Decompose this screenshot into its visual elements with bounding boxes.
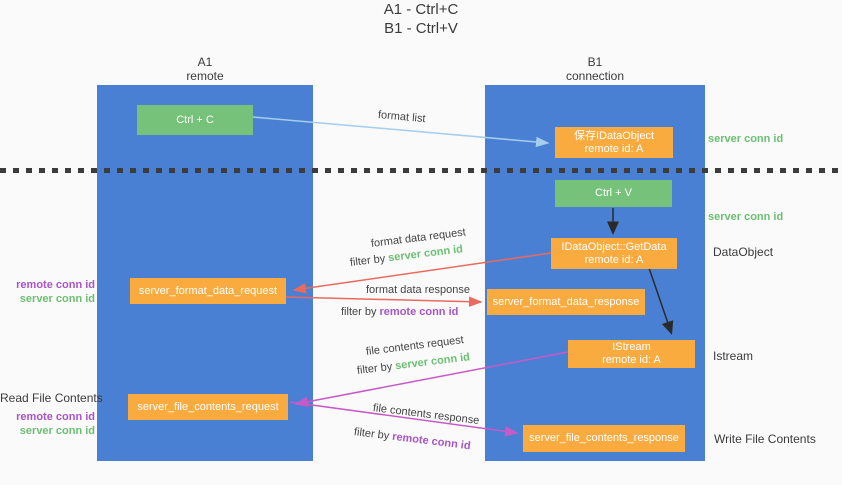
istream-line1: IStream — [612, 341, 651, 353]
node-server-file-contents-request: server_file_contents_request — [128, 394, 288, 420]
file-contents-response-filter: filter by remote conn id — [353, 426, 471, 452]
lifeline-header-b1: B1 connection — [535, 55, 655, 83]
format-data-request-filter: filter by server conn id — [349, 243, 463, 269]
node-server-format-data-request: server_format_data_request — [130, 278, 286, 304]
server-conn-id-mid-label: server conn id — [708, 211, 784, 223]
istream-side-label: Istream — [713, 349, 754, 363]
remote-conn-id-text: remote conn id — [379, 306, 459, 318]
ctrl-v-label: Ctrl + V — [595, 187, 632, 199]
node-server-file-contents-response: server_file_contents_response — [523, 425, 685, 452]
title-line-2: B1 - Ctrl+V — [384, 20, 458, 37]
server-conn-id-file-label: server conn id — [19, 425, 95, 437]
filter-by-text: filter by — [341, 306, 380, 318]
lifeline-header-a1: A1 remote — [145, 55, 265, 83]
node-ctrl-v: Ctrl + V — [555, 180, 672, 207]
format-data-response-filter: filter by remote conn id — [341, 306, 458, 318]
save-dataobject-line1: 保存IDataObject — [573, 129, 655, 142]
session-divider-dotted-line — [0, 168, 842, 173]
server-format-data-request-label: server_format_data_request — [138, 284, 278, 297]
title-line-1: A1 - Ctrl+C — [383, 1, 459, 18]
server-conn-id-format-label: server conn id — [19, 293, 95, 305]
format-data-response-arrow — [285, 296, 483, 307]
remote-conn-id-file-label: remote conn id — [16, 411, 95, 423]
lifeline-a1-role: remote — [186, 69, 224, 83]
dataobject-label: DataObject — [713, 245, 774, 259]
server-conn-id-text: server conn id — [394, 351, 471, 373]
server-format-data-response-label: server_format_data_response — [492, 295, 640, 308]
format-data-response-label: format data response — [366, 284, 470, 296]
diagram-title: A1 - Ctrl+C B1 - Ctrl+V — [0, 0, 842, 38]
format-list-label: format list — [377, 109, 427, 126]
istream-line2: remote id: A — [602, 354, 661, 366]
getdata-line1: IDataObject::GetData — [561, 240, 667, 253]
remote-conn-id-text: remote conn id — [391, 430, 472, 453]
remote-conn-id-format-label: remote conn id — [16, 279, 95, 291]
filter-by-text: filter by — [349, 252, 389, 269]
node-save-dataobject: 保存IDataObject remote id: A — [555, 127, 673, 158]
node-server-format-data-response: server_format_data_response — [487, 289, 645, 315]
file-contents-response-label: file contents response — [372, 402, 480, 427]
node-istream: IStream remote id: A — [568, 340, 695, 368]
lifeline-a1-name: A1 — [197, 55, 213, 69]
getdata-line2: remote id: A — [584, 253, 644, 266]
node-ctrl-c: Ctrl + C — [137, 105, 253, 135]
ctrl-c-label: Ctrl + C — [176, 113, 214, 126]
write-file-contents-label: Write File Contents — [714, 432, 816, 446]
server-file-contents-request-label: server_file_contents_request — [137, 400, 279, 413]
filter-by-text: filter by — [353, 426, 393, 443]
server-conn-id-top-label: server conn id — [708, 133, 784, 145]
filter-by-text: filter by — [356, 360, 396, 377]
server-file-contents-response-label: server_file_contents_response — [529, 432, 679, 444]
lifeline-b1-name: B1 — [587, 55, 603, 69]
read-file-contents-label: Read File Contents — [0, 391, 103, 405]
save-dataobject-line2: remote id: A — [584, 142, 644, 155]
lifeline-b1-role: connection — [565, 69, 625, 83]
node-getdata: IDataObject::GetData remote id: A — [551, 238, 677, 269]
